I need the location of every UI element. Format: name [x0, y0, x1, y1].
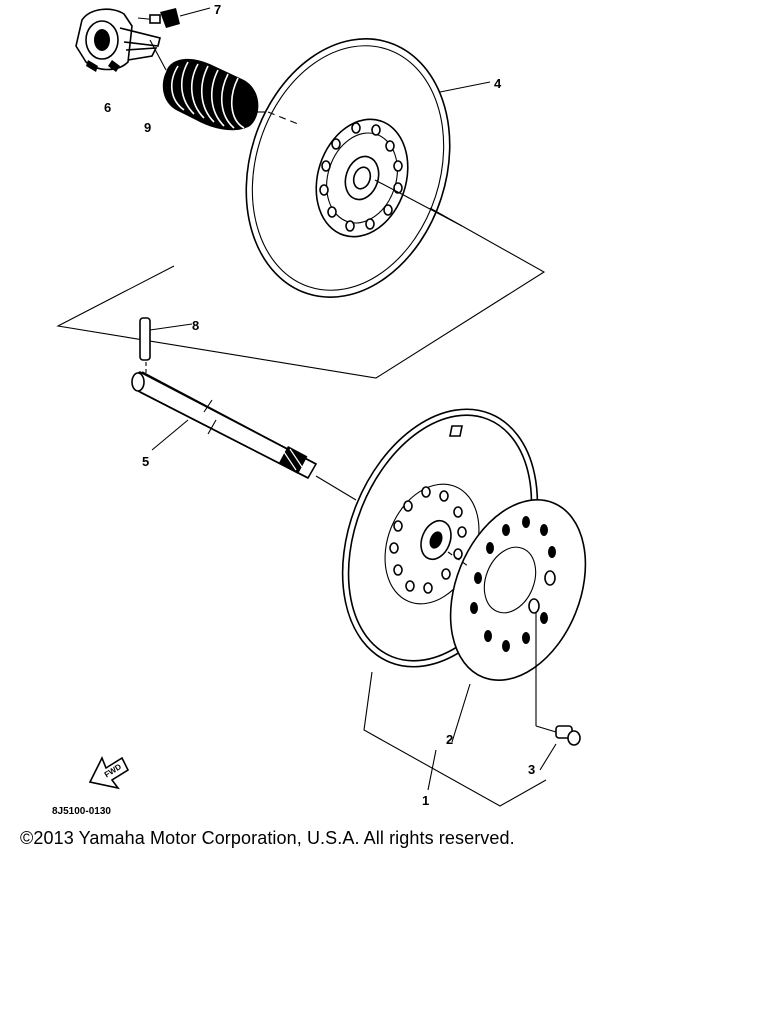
callout-2: 2: [446, 732, 453, 747]
drawing-code: 8J5100-0130: [52, 806, 111, 817]
part-1-primary-sheave: [341, 408, 539, 668]
callout-5: 5: [142, 454, 149, 469]
exploded-parts-diagram: FWD 6 7 9 4 8 5 2 3 1 8J5100-0130: [52, 2, 587, 817]
callout-9: 9: [144, 120, 151, 135]
assembly-outline: [56, 207, 546, 379]
copyright-notice: ©2013 Yamaha Motor Corporation, U.S.A. A…: [20, 828, 515, 848]
callout-4: 4: [494, 76, 502, 91]
part-7-bolt: [149, 7, 211, 28]
callout-3: 3: [528, 762, 535, 777]
callout-7: 7: [214, 2, 221, 17]
assembly-bracket-lines: [363, 671, 557, 807]
fwd-label: FWD: [103, 762, 123, 779]
forward-arrow-icon: FWD: [88, 756, 130, 790]
part-6-housing: [75, 8, 161, 72]
part-8-pin: [139, 317, 193, 374]
callout-numbers: 6 7 9 4 8 5 2 3 1: [104, 2, 535, 808]
part-3-bolt: [535, 612, 581, 746]
part-2-cover-plate: [447, 499, 587, 681]
callout-6: 6: [104, 100, 111, 115]
part-4-sheave: [245, 38, 491, 298]
callout-1: 1: [422, 793, 429, 808]
part-9-spring: [149, 39, 266, 131]
callout-8: 8: [192, 318, 199, 333]
part-5-shaft: [131, 371, 357, 501]
